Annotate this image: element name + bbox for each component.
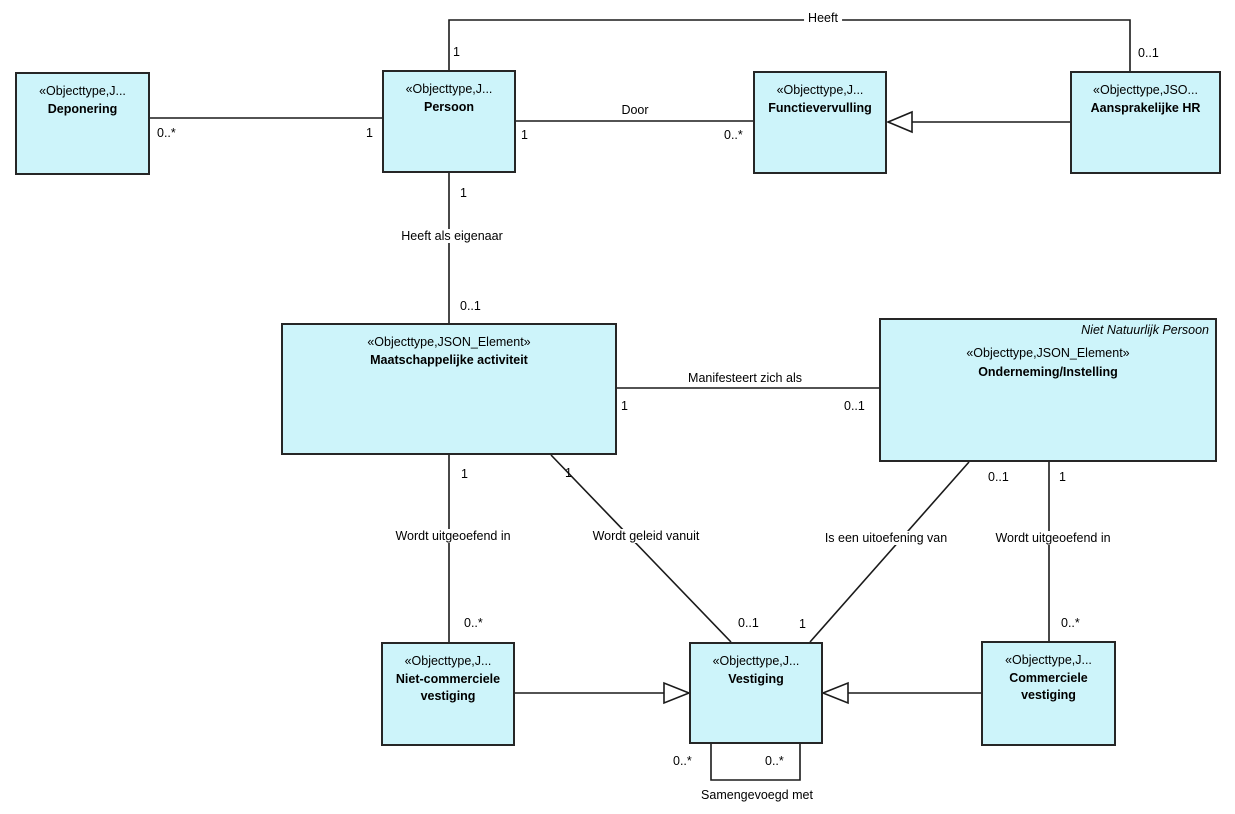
- multiplicity: 1: [521, 128, 528, 142]
- stereotype-label: «Objecttype,JSO...: [1093, 83, 1198, 97]
- entity-name: Functievervulling: [768, 101, 872, 116]
- multiplicity: 1: [799, 617, 806, 631]
- generalization-arrow-icon: [663, 681, 692, 705]
- entity-name: Vestiging: [728, 672, 784, 687]
- association-label-manifesteert: Manifesteert zich als: [684, 371, 806, 385]
- stereotype-label: «Objecttype,J...: [404, 654, 492, 668]
- generalization-arrow-icon: [885, 110, 913, 134]
- stereotype-label: «Objecttype,JSON_Element»: [966, 346, 1130, 361]
- entity-aansprakelijke-hr[interactable]: «Objecttype,JSO... Aansprakelijke HR: [1070, 71, 1221, 174]
- multiplicity: 1: [453, 45, 460, 59]
- multiplicity: 0..1: [844, 399, 865, 413]
- entity-persoon[interactable]: «Objecttype,J... Persoon: [382, 70, 516, 173]
- stereotype-label: «Objecttype,J...: [712, 654, 800, 668]
- connector-is-een-uitoefening-van[interactable]: [809, 461, 970, 643]
- entity-maatschappelijke-activiteit[interactable]: «Objecttype,JSON_Element» Maatschappelij…: [281, 323, 617, 455]
- multiplicity: 1: [460, 186, 467, 200]
- connector-heeft[interactable]: [448, 19, 1131, 71]
- association-label-wordt-uitgeoefend-in-links: Wordt uitgeoefend in: [391, 529, 515, 543]
- entity-name: Commerciele vestiging: [1009, 671, 1088, 702]
- multiplicity: 0..1: [1138, 46, 1159, 60]
- multiplicity: 0..1: [988, 470, 1009, 484]
- association-label-samengevoegd-met: Samengevoegd met: [697, 788, 817, 802]
- entity-name: Niet-commerciele vestiging: [395, 672, 501, 703]
- association-label-heeft-als-eigenaar: Heeft als eigenaar: [397, 229, 507, 243]
- entity-deponering[interactable]: «Objecttype,J... Deponering: [15, 72, 150, 175]
- multiplicity: 0..*: [765, 754, 784, 768]
- parent-type-note: Niet Natuurlijk Persoon: [1081, 323, 1209, 337]
- association-label-wordt-uitgeoefend-in-rechts: Wordt uitgeoefend in: [991, 531, 1115, 545]
- multiplicity: 1: [366, 126, 373, 140]
- stereotype-label: «Objecttype,J...: [1005, 653, 1092, 667]
- connector-samengevoegd-met[interactable]: [710, 744, 801, 781]
- multiplicity: 1: [621, 399, 628, 413]
- multiplicity: 0..1: [738, 616, 759, 630]
- entity-vestiging[interactable]: «Objecttype,J... Vestiging: [689, 642, 823, 744]
- entity-name: Aansprakelijke HR: [1090, 101, 1201, 116]
- entity-niet-commerciele-vestiging[interactable]: «Objecttype,J... Niet-commerciele vestig…: [381, 642, 515, 746]
- entity-name: Deponering: [47, 102, 118, 117]
- entity-commerciele-vestiging[interactable]: «Objecttype,J... Commerciele vestiging: [981, 641, 1116, 746]
- multiplicity: 0..1: [460, 299, 481, 313]
- multiplicity: 0..*: [1061, 616, 1080, 630]
- multiplicity: 1: [1059, 470, 1066, 484]
- stereotype-label: «Objecttype,J...: [39, 84, 126, 98]
- connector-wordt-geleid-vanuit[interactable]: [550, 454, 732, 643]
- entity-onderneming-instelling[interactable]: Niet Natuurlijk Persoon «Objecttype,JSON…: [879, 318, 1217, 462]
- association-label-door: Door: [617, 103, 653, 117]
- multiplicity: 0..*: [464, 616, 483, 630]
- stereotype-label: «Objecttype,J...: [405, 82, 493, 96]
- multiplicity: 1: [565, 466, 572, 480]
- multiplicity: 0..*: [724, 128, 743, 142]
- association-label-heeft: Heeft: [804, 11, 842, 25]
- stereotype-label: «Objecttype,JSON_Element»: [367, 335, 531, 349]
- multiplicity: 1: [461, 467, 468, 481]
- multiplicity: 0..*: [157, 126, 176, 140]
- association-label-wordt-geleid-vanuit: Wordt geleid vanuit: [588, 529, 704, 543]
- entity-name: Maatschappelijke activiteit: [370, 353, 528, 368]
- entity-name: Persoon: [423, 100, 474, 115]
- association-label-is-een-uitoefening-van: Is een uitoefening van: [820, 531, 952, 545]
- entity-functievervulling[interactable]: «Objecttype,J... Functievervulling: [753, 71, 887, 174]
- stereotype-label: «Objecttype,J...: [776, 83, 864, 97]
- entity-name: Onderneming/Instelling: [978, 364, 1118, 379]
- generalization-arrow-icon: [820, 681, 849, 705]
- multiplicity: 0..*: [673, 754, 692, 768]
